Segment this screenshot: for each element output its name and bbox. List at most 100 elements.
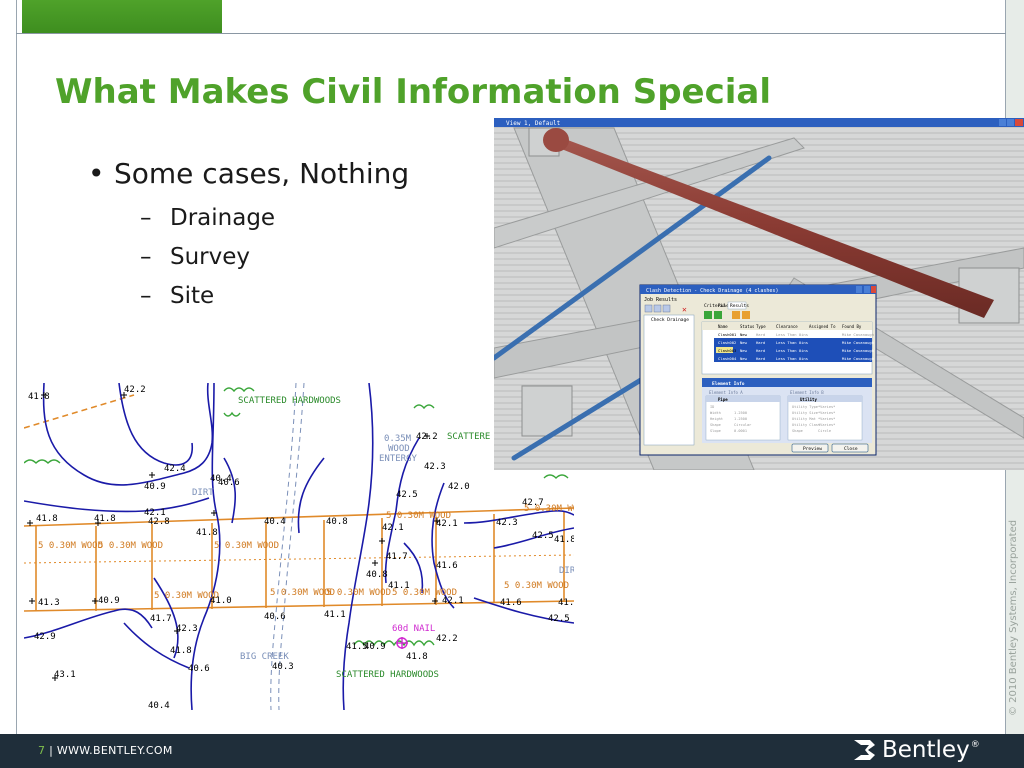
- maximize-icon[interactable]: [1007, 119, 1014, 126]
- map-label: 42.5: [548, 614, 570, 624]
- delete-x-icon[interactable]: ✕: [682, 305, 687, 314]
- tab-rules[interactable]: Rules: [718, 303, 732, 309]
- element-a-grid: [705, 395, 781, 441]
- dialog-minimize-icon[interactable]: [856, 286, 862, 293]
- preview-button[interactable]: [791, 443, 829, 453]
- prop-key: ID: [710, 405, 714, 409]
- menu-job[interactable]: Job: [644, 297, 653, 303]
- lot-label: 5 0.30M WOOD: [38, 541, 103, 551]
- top-accent-bar: [22, 0, 222, 33]
- map-label: 41.8: [36, 514, 58, 524]
- highlight-icon[interactable]: [732, 311, 740, 319]
- lot-lines: [24, 394, 574, 612]
- map-label: 41.7: [386, 552, 408, 562]
- map-label: 42.8: [148, 517, 170, 527]
- new-job-icon[interactable]: [644, 304, 653, 313]
- close-button-label: Close: [844, 446, 858, 452]
- map-label: 41.8: [94, 514, 116, 524]
- dialog-close-icon[interactable]: [871, 286, 876, 293]
- map-label: 42.5: [532, 531, 554, 541]
- prop-value: *Varies*: [818, 411, 835, 415]
- column-header[interactable]: Clearance: [776, 324, 798, 329]
- lot-label: 5 0.30M WOOD: [504, 581, 569, 591]
- survey-map-image: SCATTERED HARDWOODS SCATTERE DIRT DIRT 0…: [24, 383, 574, 710]
- cell-clearance: Less Than 0ins: [776, 356, 808, 361]
- clash-detection-screenshot: View 1, Default Clash Detection - Check …: [494, 118, 1024, 470]
- map-label: 42.1: [442, 596, 464, 606]
- map-label: 42.1: [436, 519, 458, 529]
- table-row[interactable]: [714, 346, 872, 354]
- menu-results[interactable]: Results: [656, 297, 677, 303]
- job-tree-pane: [643, 314, 695, 446]
- prop-key: Width: [710, 411, 721, 415]
- report-icon[interactable]: [742, 311, 750, 319]
- cell-type: Hard: [756, 348, 765, 353]
- job-tree-item[interactable]: Check Drainage: [651, 317, 689, 323]
- lot-label: 5 0.30M WOOD: [98, 541, 163, 551]
- prop-value: *Varies*: [818, 417, 835, 421]
- top-rule: [16, 33, 1006, 34]
- cell-status: New: [740, 356, 748, 361]
- lot-label: 5 0.30M WOOD: [386, 511, 451, 521]
- footer-url[interactable]: | WWW.BENTLEY.COM: [49, 744, 173, 757]
- close-button[interactable]: [831, 443, 869, 453]
- map-label: 41.8: [28, 392, 50, 402]
- element-b-type: Utility: [800, 397, 817, 402]
- red-utility-pipe: [543, 128, 994, 318]
- bullet-item: •Some cases, Nothing: [88, 157, 409, 190]
- tree-scallops: [24, 387, 569, 647]
- open-job-icon[interactable]: [653, 304, 662, 313]
- selected-cell[interactable]: [716, 347, 733, 353]
- column-header[interactable]: Type: [756, 324, 766, 329]
- map-label: 41.5: [346, 642, 368, 652]
- dirt-road: [24, 554, 574, 564]
- survey-map: SCATTERED HARDWOODS SCATTERE DIRT DIRT 0…: [24, 383, 574, 710]
- cell-status: New: [740, 348, 748, 353]
- preview-button-label: Preview: [803, 446, 822, 452]
- save-job-icon[interactable]: [662, 304, 671, 313]
- run-icon[interactable]: [704, 311, 712, 319]
- prop-value: *Varies*: [818, 423, 835, 427]
- cell-status: New: [740, 332, 748, 337]
- dash-icon: –: [140, 283, 152, 309]
- prop-value: Circle: [818, 429, 831, 433]
- bentley-logo: Bentley ®: [852, 737, 980, 763]
- clash-3d-view: View 1, Default Clash Detection - Check …: [494, 118, 1024, 470]
- run-all-icon[interactable]: [714, 311, 722, 319]
- copyright-text: © 2010 Bentley Systems, Incorporated: [1008, 519, 1019, 716]
- column-header[interactable]: Status: [740, 324, 755, 329]
- map-label: 40.8: [366, 570, 388, 580]
- dash-icon: –: [140, 244, 152, 270]
- cell-type: Hard: [756, 356, 765, 361]
- dialog-maximize-icon[interactable]: [864, 286, 870, 293]
- tab-criteria[interactable]: Criteria: [704, 303, 726, 309]
- page-number: 7: [38, 744, 46, 757]
- table-row[interactable]: [714, 354, 872, 362]
- prop-key: Shape: [710, 423, 721, 427]
- cell-type: Hard: [756, 340, 765, 345]
- column-header[interactable]: Found By: [842, 324, 862, 329]
- map-label: 40.9: [144, 482, 166, 492]
- map-label: 41.1: [388, 581, 410, 591]
- minimize-icon[interactable]: [999, 119, 1006, 126]
- tab-results[interactable]: Results: [730, 303, 749, 309]
- column-header[interactable]: Name: [718, 324, 728, 329]
- column-header[interactable]: Assigned To: [809, 324, 836, 329]
- lot-labels: 5 0.30M WOOD 5 0.30M WOOD 5 0.30M WOOD 5…: [38, 504, 574, 601]
- lot-label: 5 0.30M WOOD: [154, 591, 219, 601]
- map-label: SCATTERED HARDWOODS: [238, 396, 341, 406]
- map-label: 42.0: [448, 482, 470, 492]
- cell-found-by: Mike Cavanaugh: [842, 332, 874, 337]
- table-row[interactable]: [714, 338, 872, 346]
- clash-detection-dialog: Clash Detection - Check Drainage (4 clas…: [639, 284, 877, 456]
- map-label: DIRT: [559, 566, 574, 576]
- bentley-b-icon: [854, 740, 875, 760]
- map-label: 42.5: [396, 490, 418, 500]
- cell-name: Clash001: [718, 332, 737, 337]
- prop-value: Circular: [734, 423, 752, 427]
- lot-label: 5 0.30M WOOD: [270, 588, 335, 598]
- table-row[interactable]: [714, 330, 872, 338]
- sub-bullet-site: –Site: [140, 283, 214, 309]
- close-icon[interactable]: [1015, 119, 1023, 126]
- lot-label: 5 0.30M WOOD: [214, 541, 279, 551]
